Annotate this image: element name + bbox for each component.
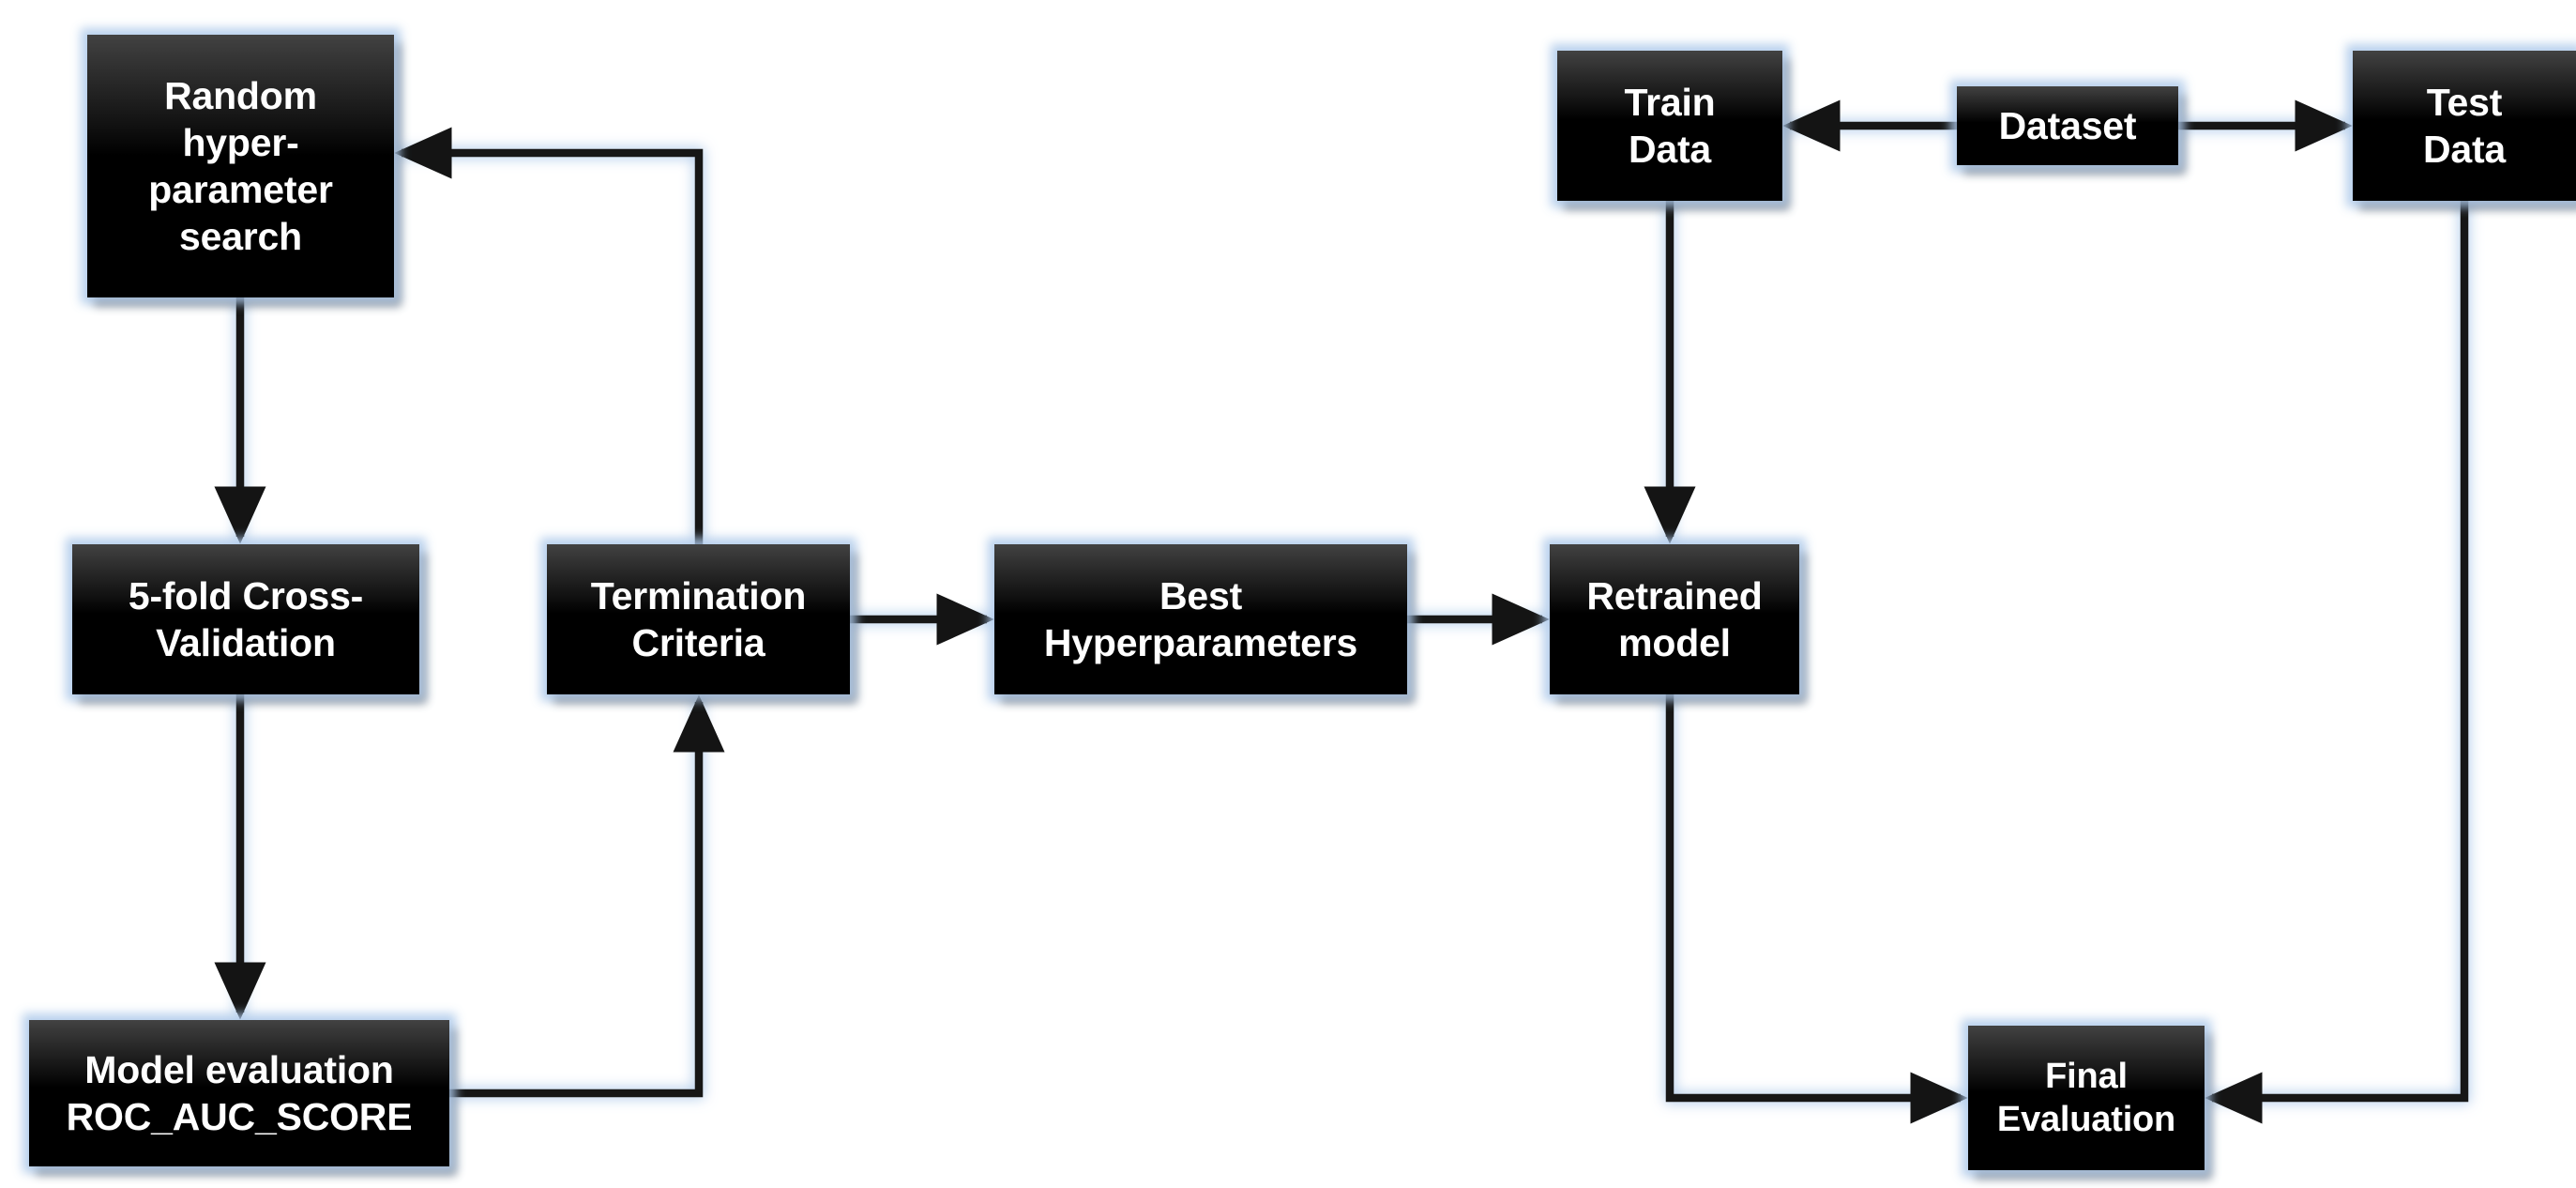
node-train-data[interactable]: Train Data xyxy=(1557,51,1782,201)
node-label: Retrained model xyxy=(1586,573,1763,664)
node-label: Train Data xyxy=(1624,80,1716,171)
node-label: Best Hyperparameters xyxy=(1043,573,1358,664)
node-label: Random hyper- parameter search xyxy=(148,73,333,259)
node-cross-validation[interactable]: 5-fold Cross- Validation xyxy=(72,544,419,694)
node-label: Dataset xyxy=(1998,103,2137,147)
node-model-evaluation[interactable]: Model evaluation ROC_AUC_SCORE xyxy=(29,1020,449,1166)
node-termination-criteria[interactable]: Termination Criteria xyxy=(547,544,850,694)
node-label: 5-fold Cross- Validation xyxy=(128,573,364,664)
node-test-data[interactable]: Test Data xyxy=(2353,51,2576,201)
node-best-hyperparameters[interactable]: Best Hyperparameters xyxy=(994,544,1407,694)
wire-termination-criteria-to-random-search xyxy=(394,127,704,544)
node-label: Final Evaluation xyxy=(1996,1056,2176,1139)
node-dataset[interactable]: Dataset xyxy=(1957,86,2178,165)
node-label: Test Data xyxy=(2422,80,2507,171)
node-random-hyperparameter-search[interactable]: Random hyper- parameter search xyxy=(87,35,394,297)
wire-test-data-to-final-evaluation xyxy=(2205,201,2469,1124)
node-retrained-model[interactable]: Retrained model xyxy=(1550,544,1799,694)
node-label: Model evaluation ROC_AUC_SCORE xyxy=(66,1047,413,1138)
wire-retrained-model-to-final-evaluation xyxy=(1665,694,1968,1124)
wire-model-evaluation-to-termination-criteria xyxy=(449,694,725,1098)
node-label: Termination Criteria xyxy=(590,573,807,664)
node-final-evaluation[interactable]: Final Evaluation xyxy=(1968,1026,2205,1170)
